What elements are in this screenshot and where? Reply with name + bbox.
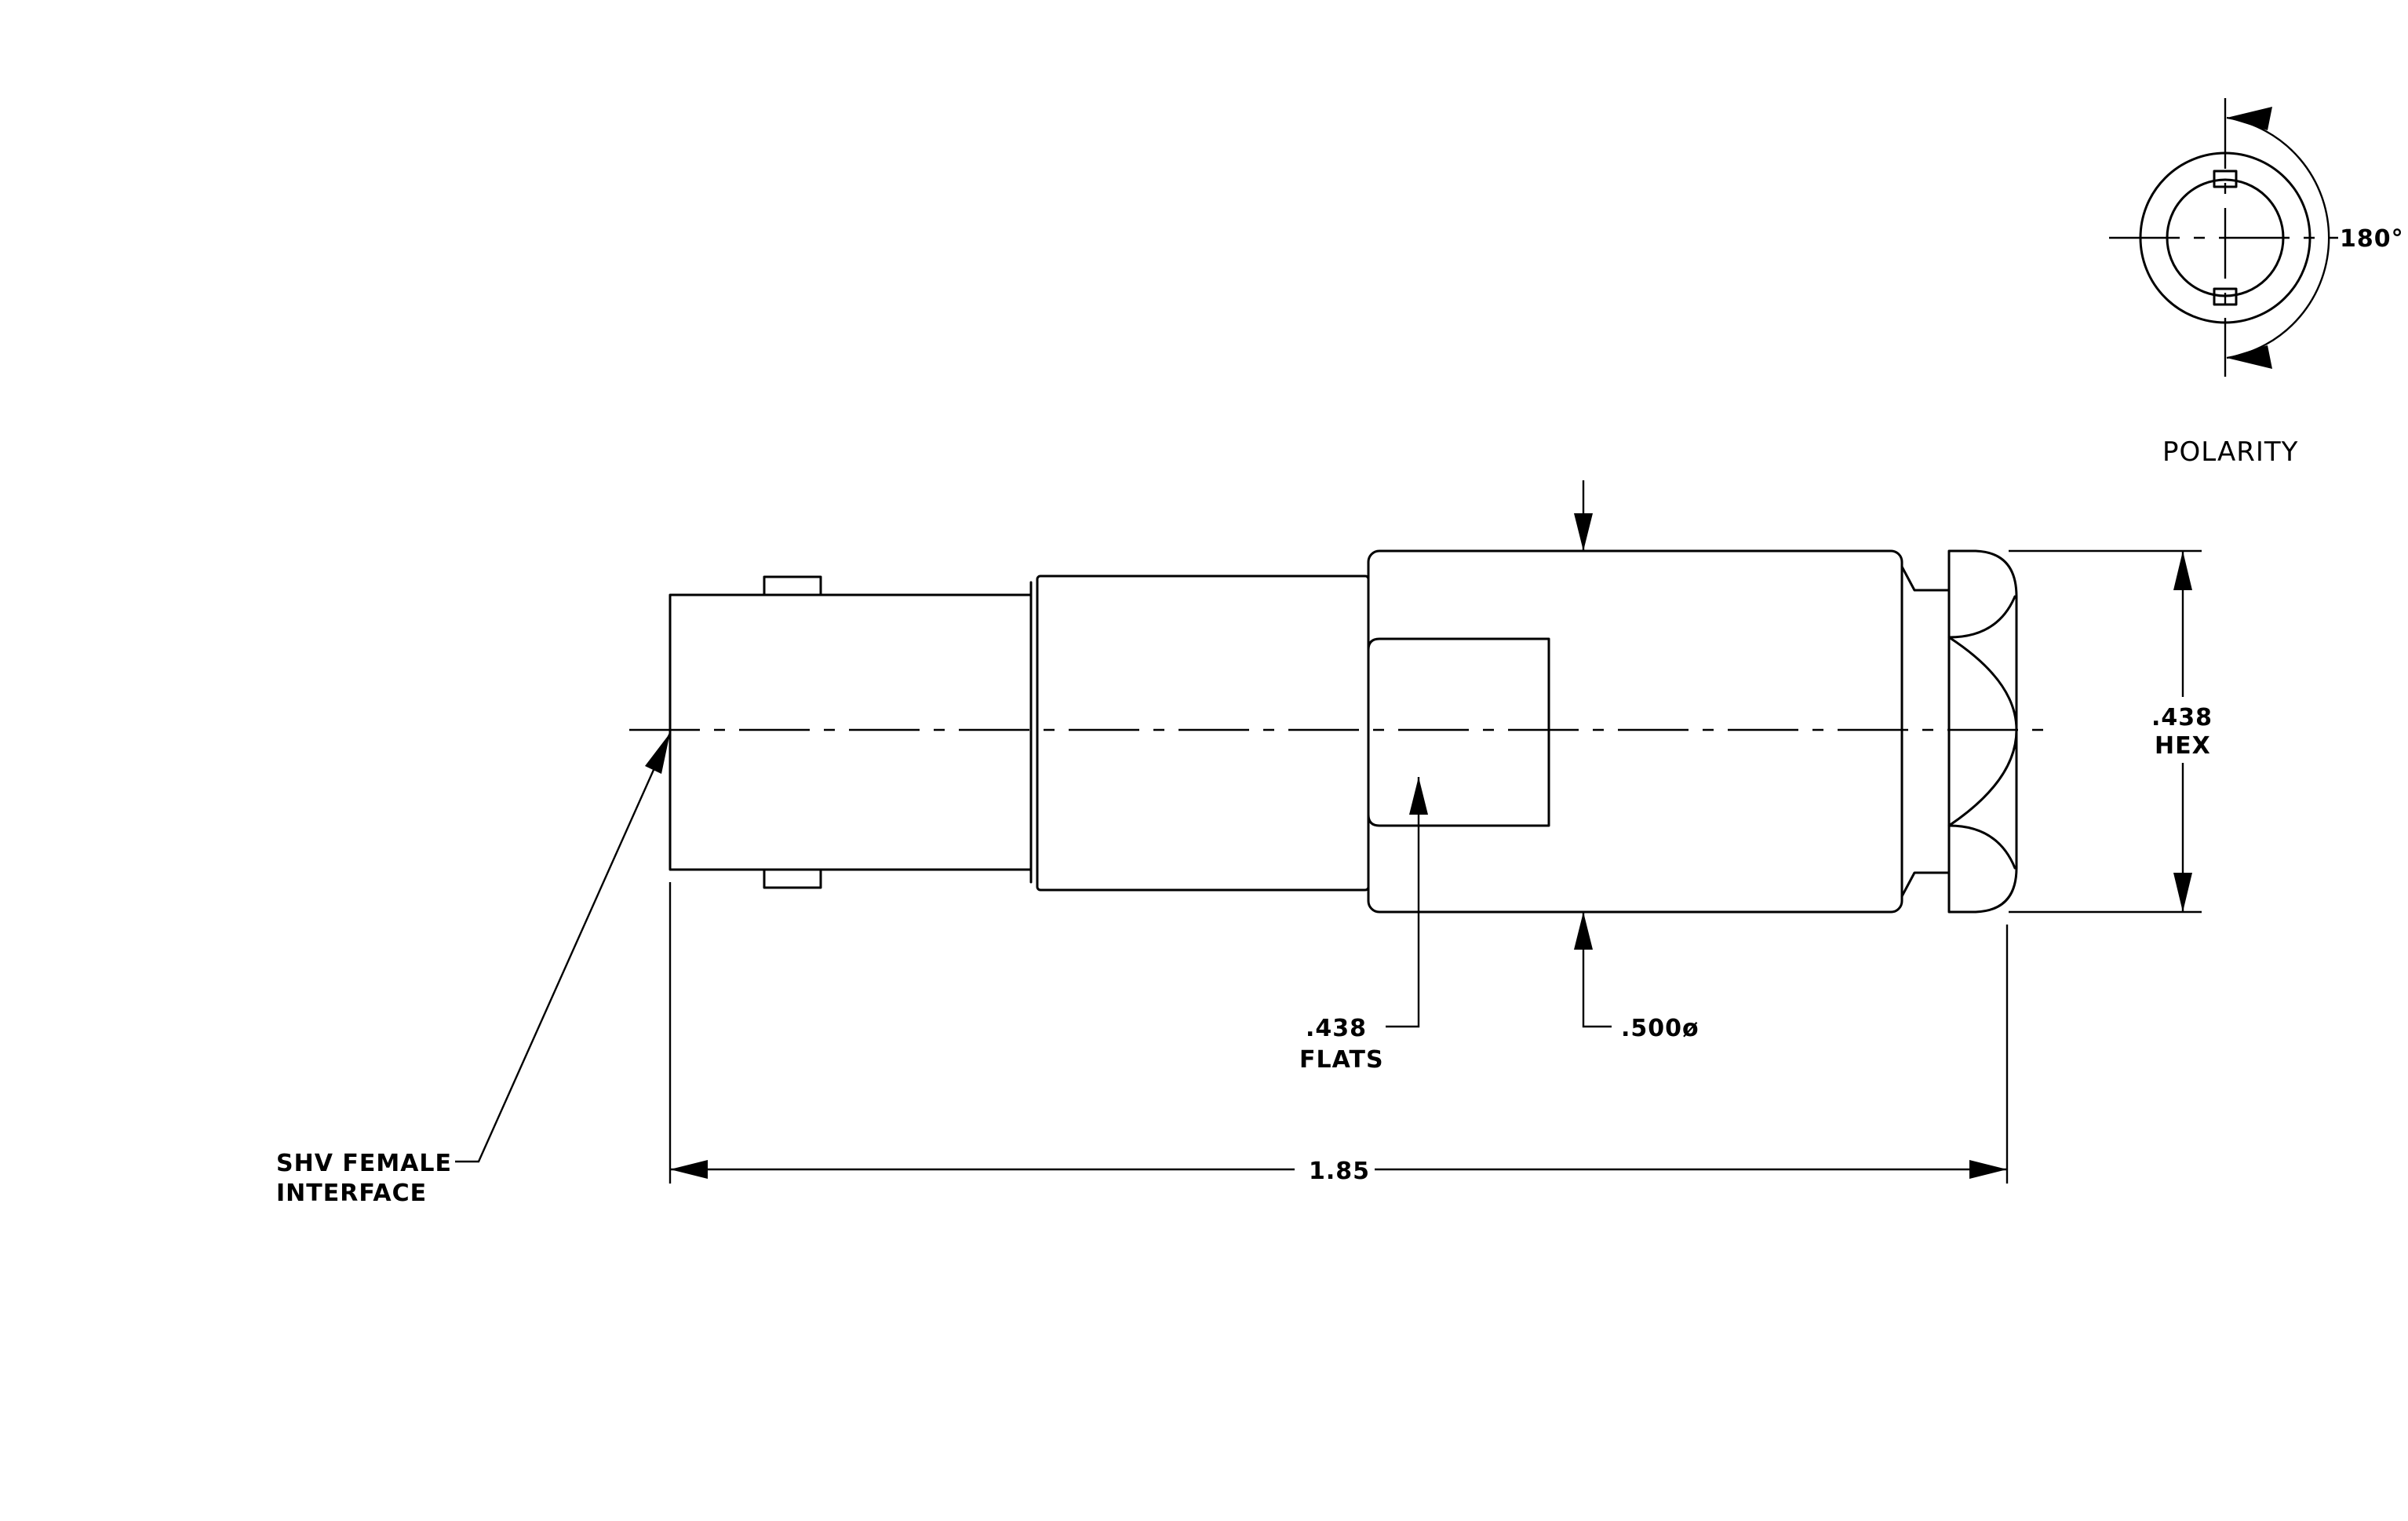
- interface-arrow: [645, 733, 670, 774]
- polarity-arrow-bottom: [2227, 345, 2272, 369]
- flats-dim-value: .438: [1306, 1015, 1367, 1042]
- interface-body: [668, 593, 1033, 871]
- hex-dim-value: .438: [2151, 704, 2213, 731]
- polarity-inner-circle: [2166, 178, 2285, 297]
- interface-leader: [455, 732, 672, 1163]
- dia-dim-label: .500ø: [1621, 1015, 1699, 1042]
- polarity-outer-circle: [2139, 151, 2311, 324]
- length-arrow-right: [1969, 1160, 2007, 1179]
- polarity-title: POLARITY: [2162, 436, 2298, 468]
- flats-dim-word: FLATS: [1299, 1046, 1384, 1074]
- interface-label-line2: INTERFACE: [276, 1180, 427, 1207]
- dia-arrow-top: [1574, 513, 1593, 551]
- polarity-view: 180° POLARITY: [2109, 98, 2404, 468]
- hex-dim-word: HEX: [2155, 732, 2211, 760]
- flats-arrow: [1409, 777, 1428, 815]
- polarity-arrow-top: [2227, 107, 2272, 130]
- hex-nut: [1947, 549, 2018, 914]
- hex-facet-2: [1947, 636, 2018, 827]
- interface-label-line1: SHV FEMALE: [276, 1150, 452, 1177]
- hex-arrow-top: [2173, 551, 2192, 590]
- connector-side-view: [629, 549, 2056, 914]
- dimensions: .438 HEX .500ø .438 FLATS 1.85 SHV FEMAL…: [276, 480, 2213, 1207]
- hex-facet-3: [1947, 824, 2016, 870]
- polarity-key-bottom: [2213, 287, 2238, 306]
- neck: [1900, 565, 1951, 898]
- polarity-key-top: [2213, 170, 2238, 188]
- mid-body: [1036, 574, 1370, 892]
- flats-leader: [1386, 777, 1420, 1028]
- dia-arrow-bottom: [1574, 912, 1593, 950]
- wrench-flats: [1367, 637, 1550, 827]
- polarity-arc: [2226, 116, 2330, 359]
- bayonet-pin-top: [763, 575, 822, 596]
- hex-facet-1: [1947, 595, 2016, 639]
- hex-arrow-bottom: [2173, 873, 2192, 912]
- dia-leader-bottom: [1582, 912, 1612, 1028]
- main-barrel: [1367, 549, 1903, 914]
- length-dim-label: 1.85: [1309, 1158, 1370, 1185]
- length-arrow-left: [670, 1160, 708, 1179]
- polarity-angle-label: 180°: [2340, 225, 2404, 253]
- bayonet-pin-bottom: [763, 868, 822, 889]
